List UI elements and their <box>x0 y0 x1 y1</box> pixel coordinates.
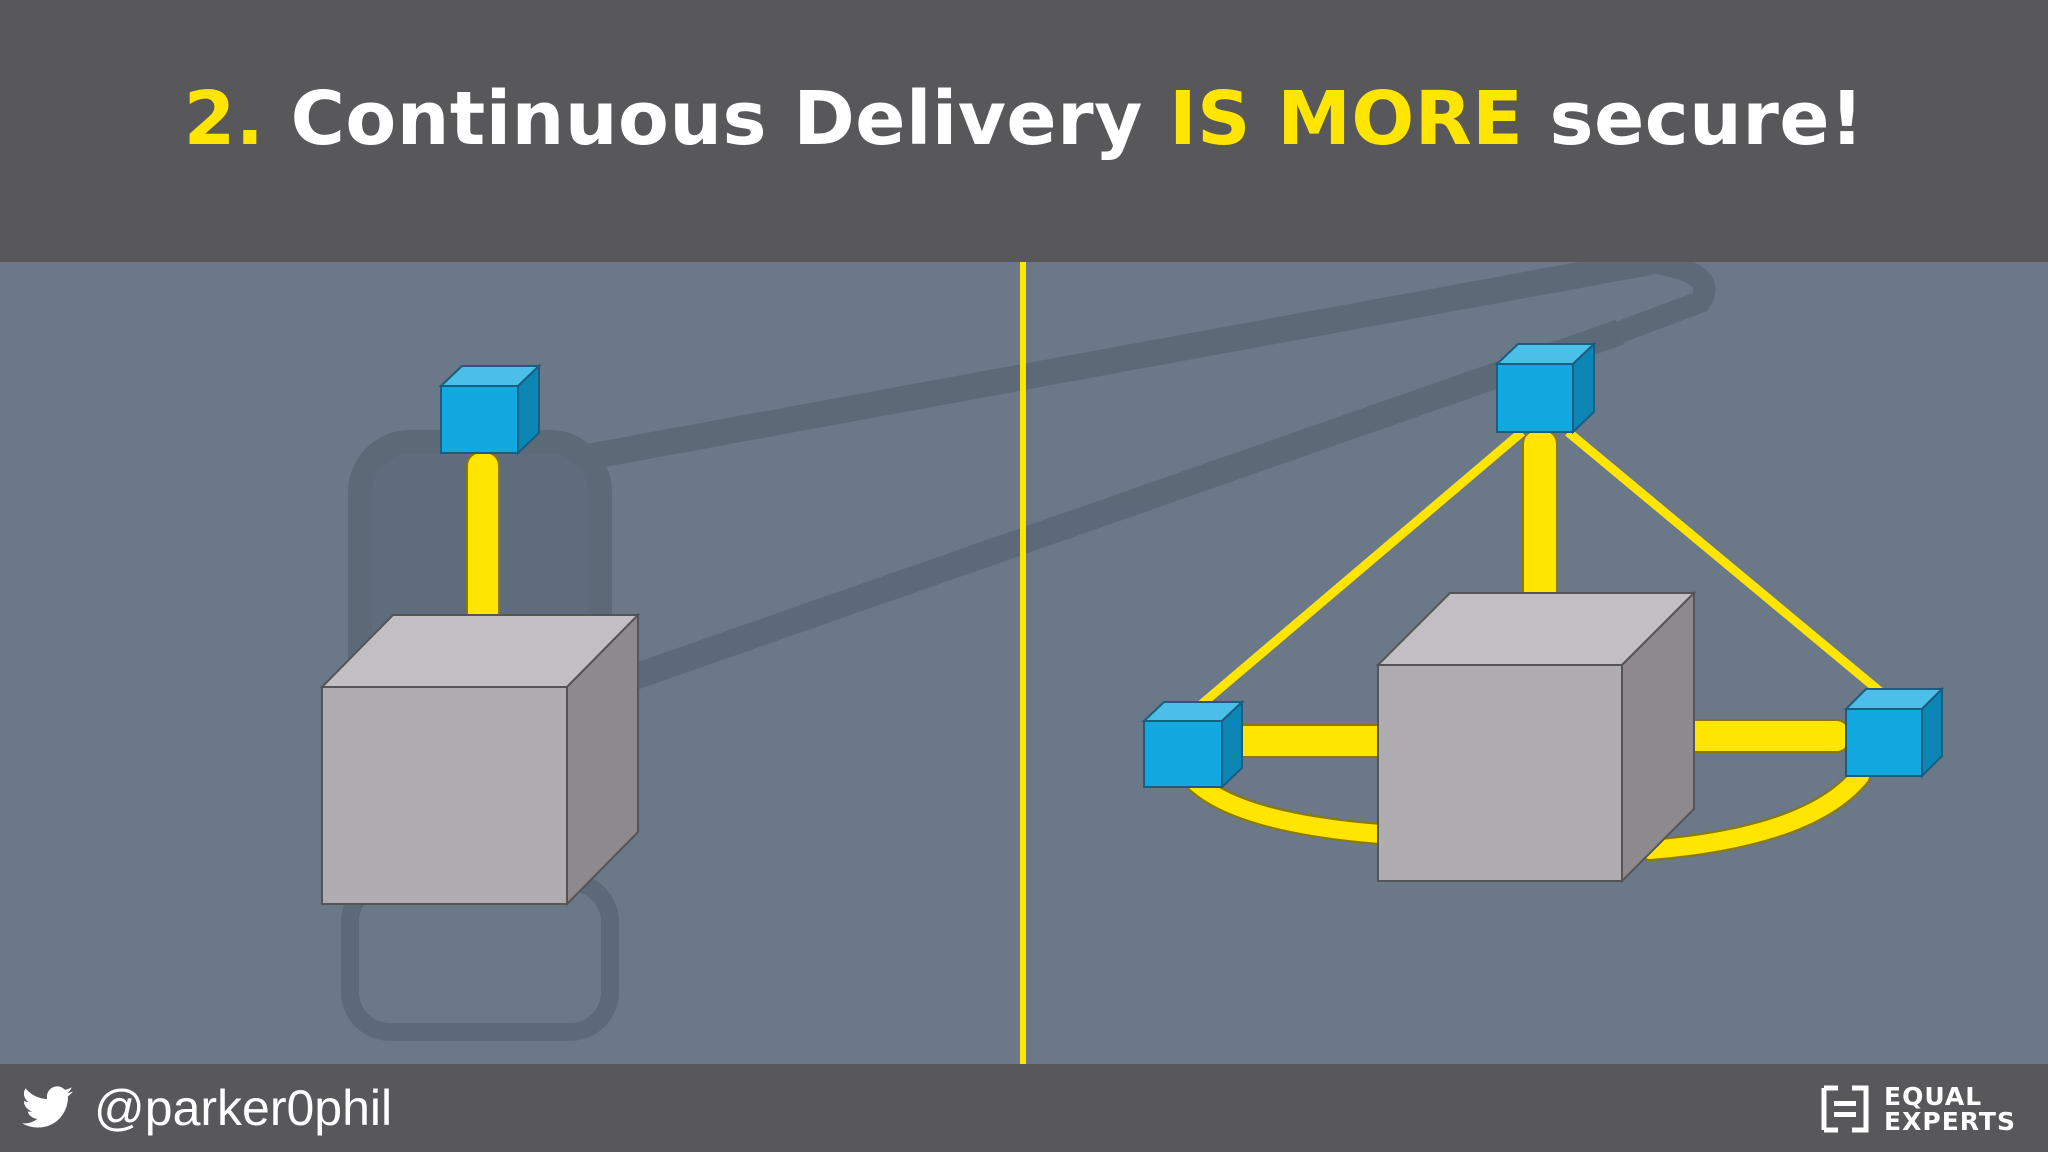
right-blue-cube-left <box>1141 699 1245 790</box>
slide-header: 2. Continuous Delivery IS MORE secure! <box>0 0 2048 262</box>
twitter-bird-icon <box>22 1086 74 1128</box>
slide-footer: @parker0phil EQUAL EXPERTS <box>0 1064 2048 1152</box>
right-grey-cube <box>1375 590 1697 884</box>
slide-title: 2. Continuous Delivery IS MORE secure! <box>184 76 1865 162</box>
title-emphasis: IS MORE <box>1169 76 1524 162</box>
right-strut-right <box>1565 428 1898 708</box>
diagram-canvas <box>319 262 1945 1064</box>
twitter-handle: @parker0phil <box>94 1080 393 1136</box>
right-connector-left <box>1221 724 1383 758</box>
diagram-stage <box>0 262 2048 1064</box>
logo-wordmark: EQUAL EXPERTS <box>1884 1084 2016 1134</box>
right-blue-cube-top <box>1494 341 1597 435</box>
left-diagram <box>319 363 641 907</box>
twitter-handle-block: @parker0phil <box>22 1078 392 1138</box>
title-part-1: Continuous Delivery <box>264 76 1170 162</box>
left-blue-cube <box>438 363 542 456</box>
right-blue-cube-right <box>1843 686 1945 779</box>
logo-line-2: EXPERTS <box>1884 1107 2016 1136</box>
right-strut-left <box>1187 428 1525 718</box>
right-diagram <box>1141 341 1945 884</box>
title-part-2: secure! <box>1523 76 1865 162</box>
logo-line-1: EQUAL <box>1884 1082 1983 1111</box>
title-number: 2. <box>183 76 265 162</box>
left-grey-cube <box>319 612 641 907</box>
equal-experts-logo: EQUAL EXPERTS <box>1820 1084 2016 1134</box>
equal-experts-logo-icon <box>1821 1085 1869 1133</box>
